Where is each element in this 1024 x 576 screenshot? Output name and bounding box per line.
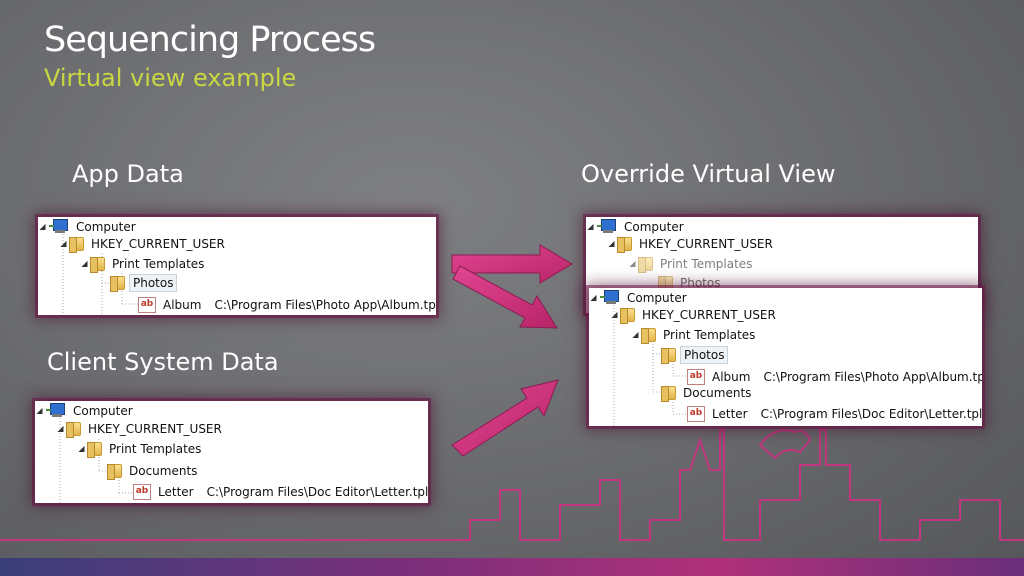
computer-icon [597, 219, 617, 234]
node-label: Computer [627, 290, 687, 305]
tree-value-letter[interactable]: ab Letter C:\Program Files\Doc Editor\Le… [133, 482, 428, 501]
node-label: Computer [624, 219, 684, 234]
tree-node-photos[interactable]: Photos [110, 273, 178, 292]
slide-subtitle: Virtual view example [44, 64, 297, 92]
tree-node-hkcu[interactable]: ◢ HKEY_CURRENT_USER [610, 305, 779, 324]
node-label: Print Templates [109, 441, 202, 456]
node-label: HKEY_CURRENT_USER [642, 307, 776, 322]
folder-icon [107, 463, 122, 480]
node-label: Photos [680, 275, 721, 290]
folder-icon [641, 327, 656, 344]
tree-guide-lines [613, 305, 689, 426]
tree-node-photos[interactable]: Photos [658, 273, 723, 292]
node-label: HKEY_CURRENT_USER [639, 236, 773, 251]
node-label: Documents [129, 463, 198, 478]
tree-node-print-templates[interactable]: ◢ Print Templates [80, 254, 207, 273]
client-data-label: Client System Data [47, 348, 279, 376]
node-label: Print Templates [663, 327, 756, 342]
footer-bar [0, 558, 1024, 576]
node-label: Photos [680, 345, 729, 364]
string-value-icon: ab [133, 483, 151, 500]
node-label: Print Templates [112, 256, 205, 271]
folder-icon [110, 275, 125, 292]
computer-icon [46, 403, 66, 418]
tree-node-documents[interactable]: Documents [661, 383, 754, 402]
expanded-icon[interactable]: ◢ [587, 222, 594, 231]
expanded-icon[interactable]: ◢ [608, 239, 615, 248]
string-value-icon: ab [687, 405, 705, 422]
node-label: Documents [683, 385, 752, 400]
node-label: HKEY_CURRENT_USER [91, 236, 225, 251]
expanded-icon[interactable]: ◢ [60, 239, 67, 248]
tree-node-computer[interactable]: ◢ Computer [589, 288, 690, 307]
slide-title: Sequencing Process [44, 20, 376, 60]
folder-icon [620, 307, 635, 324]
folder-icon [69, 236, 84, 253]
value-name: Letter [158, 484, 194, 499]
override-label: Override Virtual View [581, 160, 836, 188]
computer-icon [49, 219, 69, 234]
expanded-icon[interactable]: ◢ [57, 424, 64, 433]
node-label: Photos [129, 273, 178, 292]
value-data: C:\Program Files\Doc Editor\Letter.tpl [760, 406, 982, 421]
tree-node-computer[interactable]: ◢ Computer [38, 217, 139, 236]
value-data: C:\Program Files\Doc Editor\Letter.tpl [206, 484, 428, 499]
expanded-icon[interactable]: ◢ [81, 259, 88, 268]
expanded-icon[interactable]: ◢ [36, 406, 43, 415]
expanded-icon[interactable]: ◢ [611, 310, 618, 319]
tree-node-hkcu[interactable]: ◢ HKEY_CURRENT_USER [607, 234, 776, 253]
tree-node-print-templates[interactable]: ◢ Print Templates [631, 325, 758, 344]
tree-node-hkcu[interactable]: ◢ HKEY_CURRENT_USER [56, 419, 225, 438]
value-name: Album [712, 369, 751, 384]
value-name: Letter [712, 406, 748, 421]
app-data-tree: ◢ Computer ◢ HKEY_CURRENT_USER ◢ Print T… [38, 217, 436, 315]
folder-icon [638, 256, 653, 273]
tree-node-print-templates[interactable]: ◢ Print Templates [628, 254, 755, 273]
folder-icon [661, 347, 676, 364]
tree-value-album[interactable]: ab Album C:\Program Files\Photo App\Albu… [687, 367, 982, 386]
tree-value-album[interactable]: ab Album C:\Program Files\Photo App\Albu… [138, 295, 436, 314]
expanded-icon[interactable]: ◢ [590, 293, 597, 302]
string-value-icon: ab [687, 368, 705, 385]
expanded-icon[interactable]: ◢ [629, 259, 636, 268]
folder-icon [66, 421, 81, 438]
computer-icon [600, 290, 620, 305]
value-data: C:\Program Files\Photo App\Album.tpl [763, 369, 982, 384]
tree-value-letter[interactable]: ab Letter C:\Program Files\Doc Editor\Le… [687, 404, 982, 423]
override-virtual-view-tree: ◢ Computer ◢ HKEY_CURRENT_USER ◢ Print T… [589, 288, 982, 426]
expanded-icon[interactable]: ◢ [632, 330, 639, 339]
folder-icon [90, 256, 105, 273]
node-label: Computer [76, 219, 136, 234]
tree-node-hkcu[interactable]: ◢ HKEY_CURRENT_USER [59, 234, 228, 253]
tree-node-computer[interactable]: ◢ Computer [35, 401, 136, 420]
tree-node-computer[interactable]: ◢ Computer [586, 217, 687, 236]
string-value-icon: ab [138, 296, 156, 313]
value-name: Album [163, 297, 202, 312]
expanded-icon[interactable]: ◢ [78, 444, 85, 453]
node-label: Computer [73, 403, 133, 418]
tree-node-documents[interactable]: Documents [107, 461, 200, 480]
client-data-tree: ◢ Computer ◢ HKEY_CURRENT_USER ◢ Print T… [35, 401, 428, 503]
arrow-down-right-icon [452, 265, 558, 329]
expanded-icon[interactable]: ◢ [39, 222, 46, 231]
tree-node-photos[interactable]: Photos [661, 345, 729, 364]
node-label: HKEY_CURRENT_USER [88, 421, 222, 436]
arrow-up-right-icon [451, 379, 559, 457]
app-data-label: App Data [72, 160, 184, 188]
folder-icon [661, 385, 676, 402]
folder-icon [617, 236, 632, 253]
tree-node-print-templates[interactable]: ◢ Print Templates [77, 439, 204, 458]
node-label: Print Templates [660, 256, 753, 271]
value-data: C:\Program Files\Photo App\Album.tpl [214, 297, 436, 312]
folder-icon [87, 441, 102, 458]
